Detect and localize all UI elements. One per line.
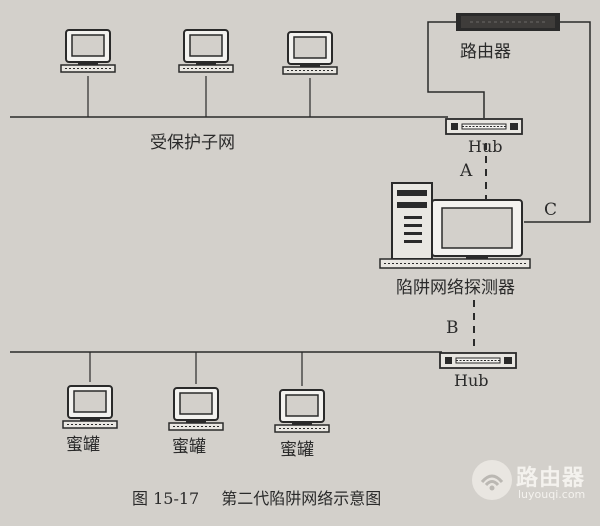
pc-icon [282,31,338,75]
figure-number: 图 15-17 [132,489,200,508]
hub-bottom-label: Hub [454,371,489,390]
honeypot-label: 蜜罐 [172,437,206,457]
router-icon [456,13,560,31]
figure-caption: 图 15-17 第二代陷阱网络示意图 [132,485,381,509]
watermark-name: 路由器 [516,466,586,491]
watermark: 路由器 luyouqi.com [472,458,597,510]
hub-top-label: Hub [468,137,503,156]
pc-icon [178,29,234,73]
honeypot-label: 蜜罐 [280,440,314,460]
pc-icon [60,29,116,73]
link-c-line [524,21,591,223]
router-hub-link [427,21,485,118]
watermark-url: luyouqi.com [518,488,586,501]
hub-icon [439,352,517,369]
link-a-label: A [460,161,473,181]
watermark-logo-icon [472,460,512,500]
honeypot-pc-icon [62,385,118,429]
workstation-icon [379,182,531,269]
honeypot-pc-icon [274,389,330,433]
protected-subnet-label: 受保护子网 [150,133,235,153]
honeypot-label: 蜜罐 [66,435,100,455]
detector-label: 陷阱网络探测器 [396,278,515,298]
hub-icon [445,118,523,135]
link-c-label: C [544,200,558,220]
honeypot-pc-icon [168,387,224,431]
router-label: 路由器 [460,42,511,62]
figure-title: 第二代陷阱网络示意图 [221,489,382,508]
link-b-label: B [446,318,459,338]
